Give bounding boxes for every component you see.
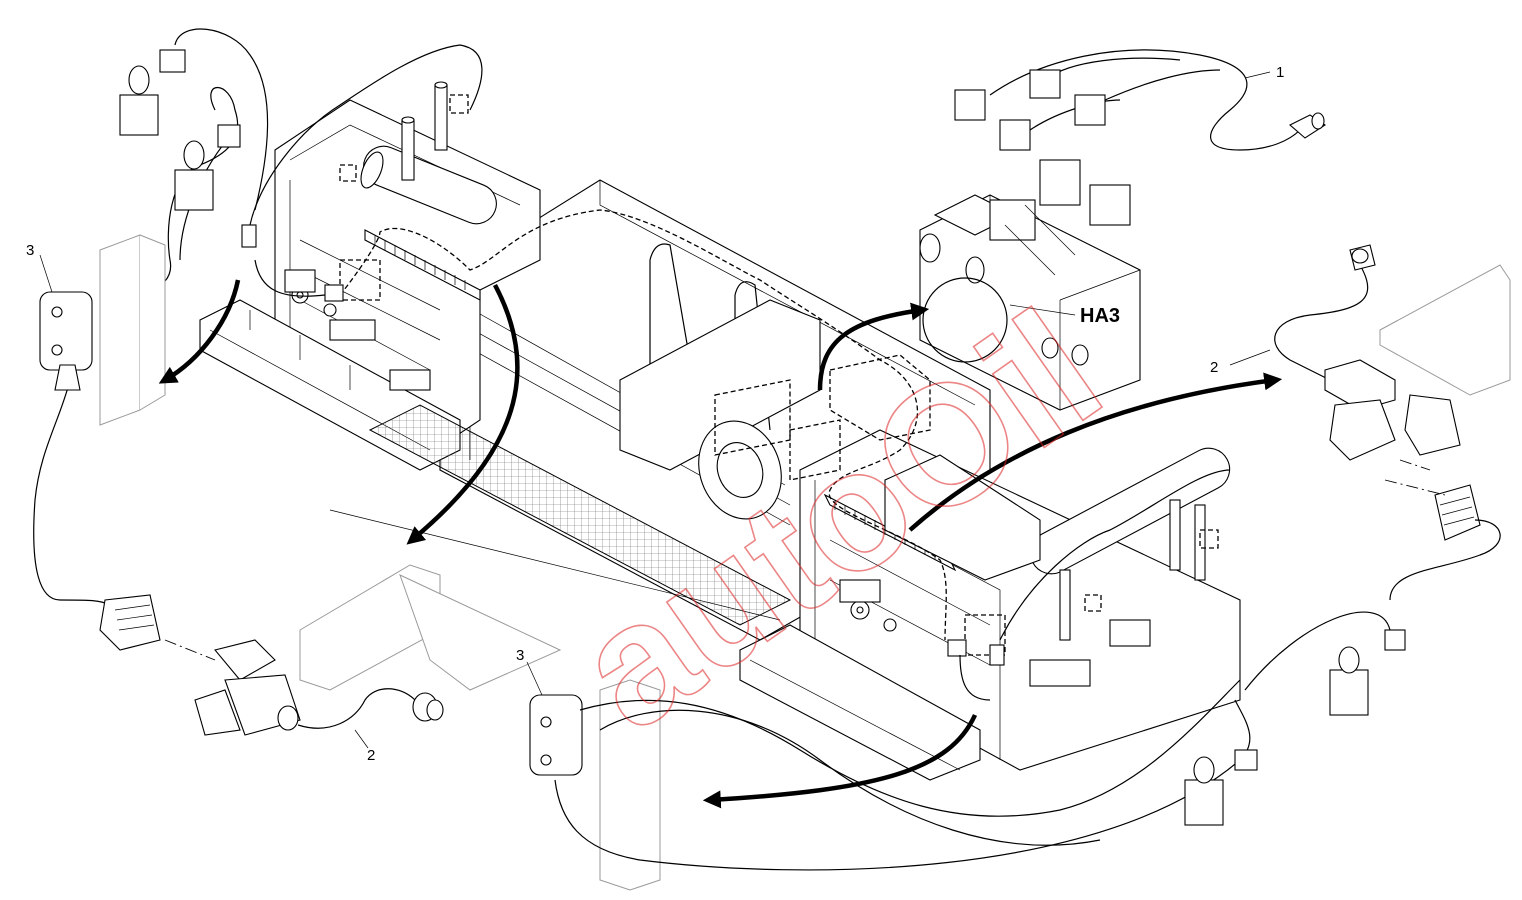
direction-arrows [158,279,978,809]
ha3-label: HA3 [1080,305,1120,327]
connector-square [954,89,986,121]
callout-item-1: 1 [1276,64,1284,81]
dashed-routing [339,94,1219,656]
harness-1: 1 [954,49,1327,151]
callout-item-3-center: 3 [516,647,524,664]
callout-item-2-left: 2 [367,747,375,764]
frame-connectors [241,44,1231,701]
harness-3-center: 3 [516,611,1406,891]
harness-3-left: 3 [26,28,269,651]
machine-frame [199,81,1241,781]
valve-block-assembly [919,159,1141,411]
callout-item-3-left: 3 [26,242,34,259]
harness-2-left: 2 [164,564,562,764]
harness-2-right: 2 [908,244,1511,601]
ha3-marker: HA3 [922,277,1120,363]
callout-item-2-right: 2 [1210,359,1218,376]
